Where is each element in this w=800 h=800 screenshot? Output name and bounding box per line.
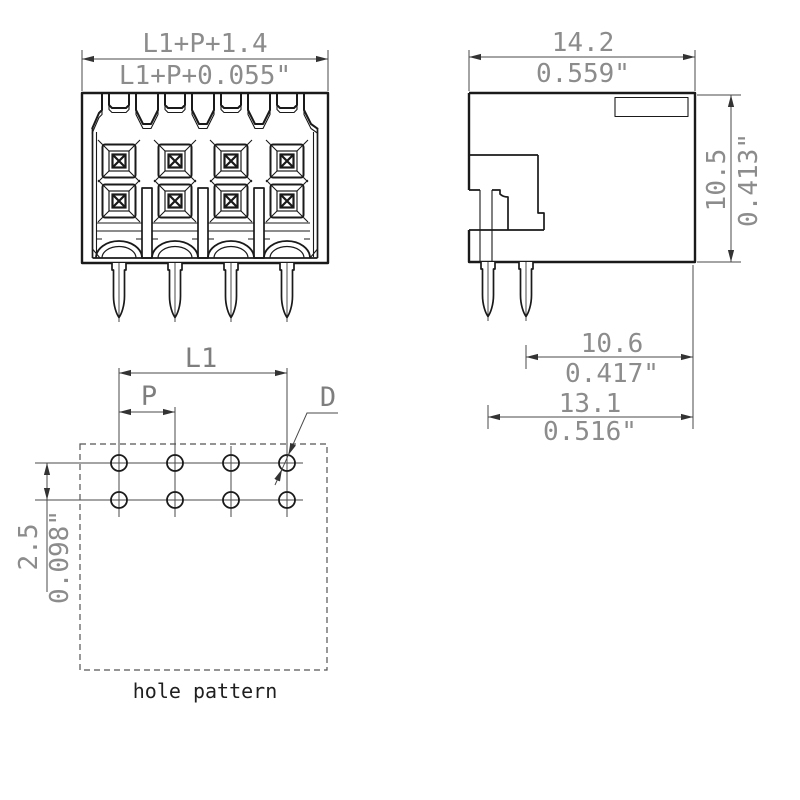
row-spacing-dimension: 2.5 0.098" — [14, 463, 75, 604]
contact-1-3 — [208, 138, 254, 184]
contact-2-2 — [152, 178, 198, 224]
front-pins — [111, 262, 295, 323]
diameter-label: D — [320, 382, 336, 413]
pin-2 — [167, 262, 183, 323]
contact-1-2 — [152, 138, 198, 184]
hole-1-1 — [110, 454, 128, 472]
latch-recess — [614, 96, 689, 118]
side-body-outline — [467, 91, 697, 264]
arch-3 — [207, 240, 255, 259]
contact-2-4 — [264, 178, 310, 224]
hole-span-label: L1 — [185, 343, 218, 374]
back-pin-inch: 0.417" — [565, 359, 659, 389]
hole-1-4 — [278, 454, 296, 472]
cell-shelves — [96, 222, 310, 240]
pitch-dimension: P — [119, 381, 175, 416]
row-spacing-mm: 2.5 — [14, 524, 44, 571]
front-pin-mm: 13.1 — [559, 389, 622, 419]
plug-opening-profile — [91, 92, 319, 130]
side-height-dimension: 10.5 0.413" — [697, 94, 764, 263]
hole-span-dimension: L1 — [119, 343, 287, 377]
front-pin-dimension: 13.1 0.516" — [487, 389, 693, 447]
hole-1-2 — [166, 454, 184, 472]
pin-channel — [479, 190, 493, 262]
hole-2-2 — [166, 491, 184, 509]
holes — [110, 454, 296, 509]
hole-1-3 — [222, 454, 240, 472]
inner-wall-detail — [92, 132, 318, 259]
diameter-leader: D — [274, 382, 338, 486]
side-back-pin — [518, 261, 534, 322]
divider-bars — [141, 187, 265, 259]
cell-arches — [95, 240, 311, 259]
front-width-inch: L1+P+0.055" — [119, 61, 291, 91]
contact-1-1 — [96, 138, 142, 184]
arch-2 — [151, 240, 199, 259]
front-face-steps — [469, 154, 545, 231]
contact-grid — [96, 138, 310, 224]
side-width-inch: 0.559" — [536, 59, 630, 89]
back-pin-dimension: 10.6 0.417" — [525, 265, 694, 429]
front-view: L1+P+1.4 L1+P+0.055" — [80, 29, 330, 323]
hole-pattern-caption: hole pattern — [133, 679, 278, 703]
side-view: 14.2 0.559" 10.5 0.413" 10.6 0.417" — [467, 28, 764, 447]
row-center-lines — [35, 462, 303, 501]
pitch-label: P — [141, 381, 157, 412]
front-pin-inch: 0.516" — [543, 417, 637, 447]
board-outline — [79, 443, 328, 671]
contact-2-1 — [96, 178, 142, 224]
hole-2-3 — [222, 491, 240, 509]
contact-2-3 — [208, 178, 254, 224]
hole-2-1 — [110, 491, 128, 509]
arch-1 — [95, 240, 143, 259]
housing-outline — [80, 91, 330, 265]
side-height-mm: 10.5 — [702, 149, 732, 212]
pin-3 — [223, 262, 239, 323]
row-spacing-inch: 0.098" — [45, 510, 75, 604]
plug-opening-profile-inner — [91, 96, 319, 135]
side-width-mm: 14.2 — [552, 28, 615, 58]
front-view-width-dimension: L1+P+1.4 L1+P+0.055" — [81, 29, 329, 91]
contact-1-4 — [264, 138, 310, 184]
hole-2-4 — [278, 491, 296, 509]
pin-shroud-step — [469, 189, 509, 230]
side-height-inch: 0.413" — [734, 133, 764, 227]
back-pin-mm: 10.6 — [581, 329, 644, 359]
arch-4 — [263, 240, 311, 259]
front-width-mm: L1+P+1.4 — [142, 29, 267, 59]
side-width-dimension: 14.2 0.559" — [468, 28, 696, 91]
pin-1 — [111, 262, 127, 323]
pin-4 — [279, 262, 295, 323]
column-center-lines — [118, 368, 288, 517]
side-front-pin — [480, 261, 496, 322]
hole-pattern-view: L1 P D 2.5 0.098" hole pattern — [14, 343, 338, 703]
